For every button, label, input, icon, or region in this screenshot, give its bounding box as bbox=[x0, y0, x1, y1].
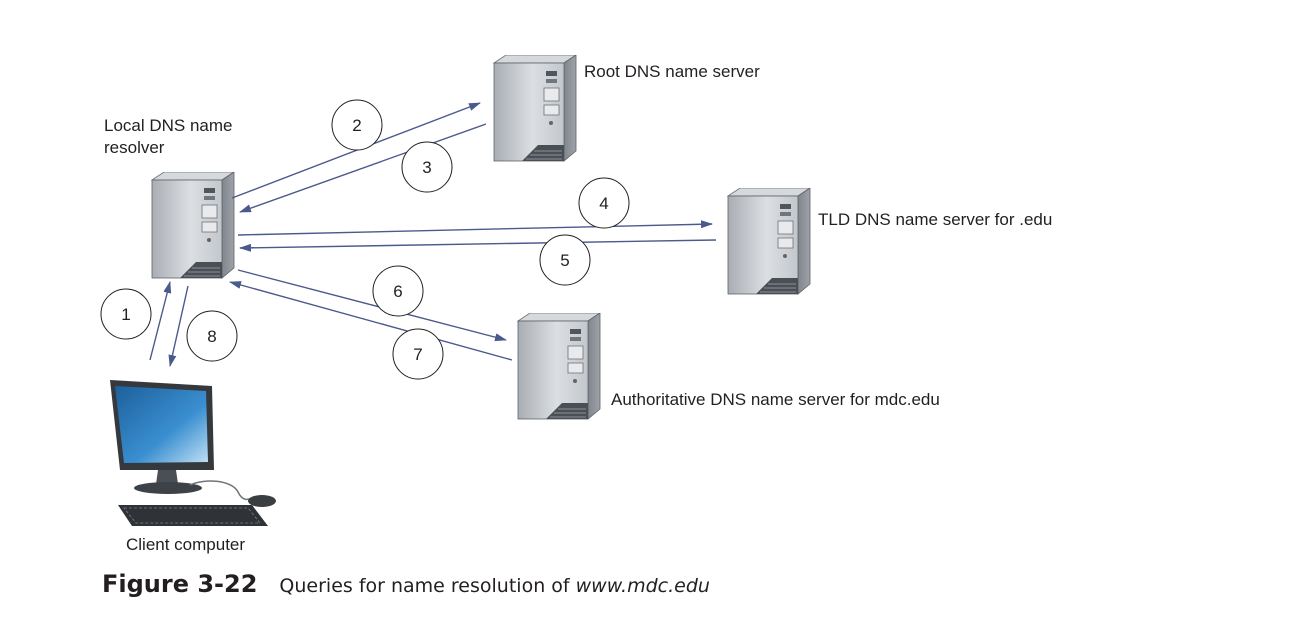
arrow-step-1 bbox=[149, 281, 172, 361]
step-badge-8 bbox=[186, 310, 238, 362]
arrow-step-3 bbox=[239, 123, 487, 213]
arrow-step-7 bbox=[229, 281, 513, 361]
step-number-7: 7 bbox=[413, 345, 422, 364]
arrow-step-4 bbox=[237, 220, 713, 236]
step-badges: 1 2 3 4 5 6 7 8 bbox=[100, 99, 630, 380]
step-number-2: 2 bbox=[352, 116, 361, 135]
root-server-icon bbox=[493, 55, 577, 162]
step-badge-1 bbox=[100, 288, 152, 340]
arrow-step-2 bbox=[231, 102, 481, 199]
arrow-step-5 bbox=[239, 239, 717, 252]
step-number-6: 6 bbox=[393, 282, 402, 301]
tld-server-icon bbox=[727, 188, 811, 295]
arrow-step-8 bbox=[168, 285, 189, 367]
authoritative-server-icon bbox=[517, 313, 601, 420]
step-number-3: 3 bbox=[422, 158, 431, 177]
step-badge-4 bbox=[578, 177, 630, 229]
figure-caption: Figure 3-22 Queries for name resolution o… bbox=[102, 570, 710, 598]
step-number-8: 8 bbox=[207, 327, 216, 346]
step-number-5: 5 bbox=[560, 251, 569, 270]
arrow-step-6 bbox=[237, 269, 507, 342]
client-computer-label: Client computer bbox=[126, 535, 246, 554]
step-badge-7 bbox=[392, 328, 444, 380]
root-server-label: Root DNS name server bbox=[584, 62, 760, 81]
desktop-computer-icon bbox=[110, 380, 276, 526]
step-badge-2 bbox=[331, 99, 383, 151]
step-badge-3 bbox=[401, 141, 453, 193]
step-badge-6 bbox=[372, 265, 424, 317]
step-number-4: 4 bbox=[599, 194, 608, 213]
figure-caption-text: Queries for name resolution of bbox=[279, 575, 576, 597]
figure-caption-url: www.mdc.edu bbox=[575, 575, 710, 597]
query-arrows bbox=[149, 102, 717, 367]
authoritative-server-label: Authoritative DNS name server for mdc.ed… bbox=[611, 390, 940, 409]
local-resolver-label: Local DNS name resolver bbox=[104, 116, 233, 157]
local-resolver-server-icon bbox=[151, 172, 235, 279]
figure-number: Figure 3-22 bbox=[102, 570, 258, 598]
tld-server-label: TLD DNS name server for .edu bbox=[818, 210, 1053, 229]
step-badge-5 bbox=[539, 234, 591, 286]
step-number-1: 1 bbox=[121, 305, 130, 324]
